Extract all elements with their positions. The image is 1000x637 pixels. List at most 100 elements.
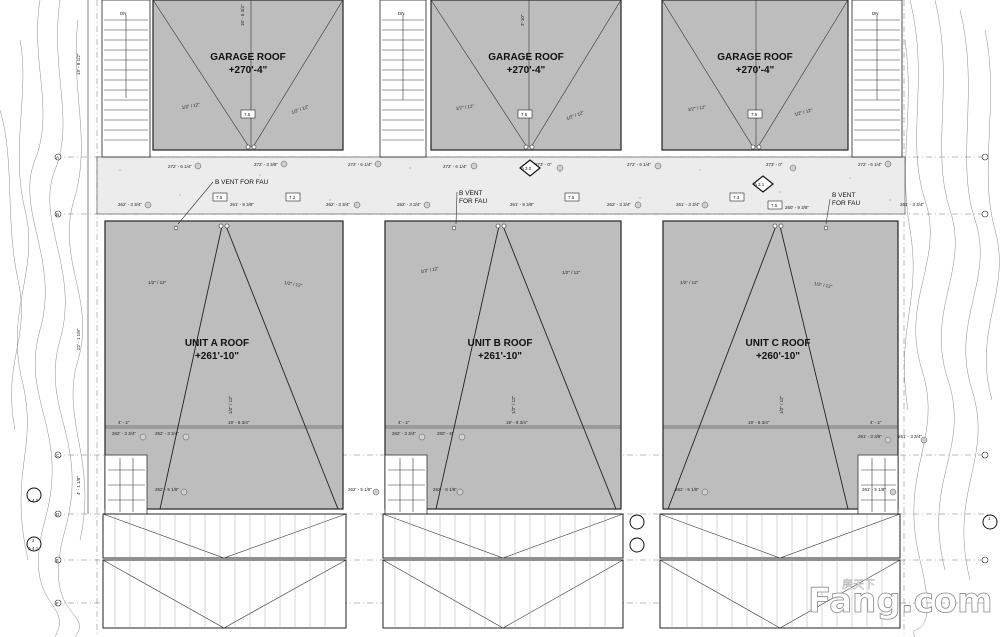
vent-note-c-line2: FOR FAU	[832, 200, 860, 207]
spot-elev-15: 261' - 3 3/4"	[676, 202, 700, 207]
unit-c-slope-left: 1/2" / 12"	[680, 280, 699, 285]
grid-bubbles: A B C D E F	[54, 153, 989, 607]
stair-dn-label-a: DN	[120, 11, 127, 16]
spot-elev-26: 262' - 5 1/8"	[433, 487, 457, 492]
spot-elev-4: 272' - 6 1/4"	[443, 164, 467, 169]
watermark-text: Fang.com	[808, 581, 993, 621]
unit-a-tag-7-2: 7.2	[289, 195, 296, 200]
recess-boxes	[104, 454, 899, 516]
spot-elev-25: 262' - 5 1/8"	[348, 487, 372, 492]
spot-elev-14: 262' - 3 3/4"	[607, 202, 631, 207]
grid-label-b: B	[56, 212, 59, 217]
garage-b-slope-left: 1/2" / 12"	[455, 103, 474, 111]
spot-elev-1: 272' - 6 1/4"	[168, 164, 192, 169]
marker-a30: A 3.0	[521, 166, 532, 171]
spot-elev-3: 272' - 6 1/4"	[348, 162, 372, 167]
unit-c-slope-right: 1/2" / 12"	[814, 281, 833, 289]
spot-elev-9: 262' - 3 3/4"	[118, 202, 142, 207]
garage-c-slope-left: 1/2" / 12"	[687, 104, 706, 112]
unit-b-slope-right: 1/2" / 12"	[562, 270, 581, 275]
spot-elev-24: 262' - 5 1/8"	[155, 487, 179, 492]
garage-b-elevation: +270'-4"	[507, 65, 546, 76]
unit-a-elevation: +261'-10"	[195, 351, 239, 362]
dimensions: 4' - 2" 19' - 8 3/4" 4' - 2" 19' - 8 3/4…	[76, 0, 898, 514]
garage-b-title: GARAGE ROOF	[488, 52, 564, 63]
unit-c-title: UNIT C ROOF	[746, 338, 811, 349]
grid-label-f: F	[56, 601, 59, 606]
spot-elev-6: 272' - 6 1/4"	[627, 162, 651, 167]
spot-elev-22: 261' - 3 3/8"	[858, 434, 882, 439]
spot-elev-23: 261' - 3 3/4"	[898, 434, 922, 439]
dim-side-2: 22' - 1 1/8"	[76, 328, 81, 350]
stairs: DN DN DN	[101, 0, 903, 158]
dim-19-8-a: 19' - 8 3/4"	[228, 420, 250, 425]
spot-elev-19: 262' - 3 3/4"	[155, 431, 179, 436]
garage-b-tag-7-5: 7.5	[521, 112, 528, 117]
dim-v-1: 10' - 5 3/4"	[240, 4, 245, 26]
marker-a40: A 4.0	[28, 498, 39, 503]
spot-elev-8: 272' - 6 1/4"	[858, 162, 882, 167]
fang-watermark: Fang.com 房天下	[808, 578, 993, 622]
unit-a-slope-right: 1/2" / 12"	[284, 280, 303, 288]
garage-b-slope-right: 1/2" / 12"	[566, 110, 585, 121]
unit-b-title: UNIT B ROOF	[468, 338, 533, 349]
marker-1: 1	[988, 516, 991, 521]
unit-c-elevation: +260'-10"	[756, 351, 800, 362]
spot-elev-7: 273' - 0"	[766, 162, 783, 167]
garage-roof-c: GARAGE ROOF +270'-4" 1/2" / 12" 1/2" / 1…	[661, 0, 849, 151]
garage-c-slope-right: 1/2" / 12"	[794, 107, 813, 117]
spot-elevations: 272' - 6 1/4" 272' - 3 3/8" 272' - 6 1/4…	[112, 160, 928, 496]
grid-label-c: C	[56, 453, 60, 458]
vent-notes: B VENT FOR FAU B VENT FOR FAU B VENT FOR…	[177, 179, 860, 225]
unit-a-title: UNIT A ROOF	[185, 338, 249, 349]
unit-a-slope-vertical: 1/2" / 12"	[228, 395, 233, 414]
spot-elev-10: 261' - 9 3/8"	[230, 202, 254, 207]
dim-side-3: 4' - 1 1/8"	[76, 476, 81, 495]
vent-note-a: B VENT FOR FAU	[215, 179, 269, 186]
spot-elev-12: 262' - 3 3/4"	[397, 202, 421, 207]
dim-19-8-b: 19' - 8 3/4"	[506, 420, 528, 425]
dim-4-2-b: 4' - 2"	[398, 420, 410, 425]
marker-a41: A 4.1	[28, 546, 39, 551]
garage-roof-a: GARAGE ROOF +270'-4" 1/2" / 12" 1/2" / 1…	[152, 0, 344, 151]
dim-4-2-a: 4' - 2"	[118, 420, 130, 425]
dim-side-1: 19' - 8 1/2"	[76, 53, 81, 75]
garage-c-title: GARAGE ROOF	[717, 52, 793, 63]
watermark-subtext: 房天下	[842, 578, 875, 591]
spot-elev-5: 273' - 0"	[535, 162, 552, 167]
garage-a-elevation: +270'-4"	[229, 65, 268, 76]
dim-4-2-c: 4' - 2"	[870, 420, 882, 425]
unit-a-slope-left: 1/2" / 12"	[148, 280, 167, 285]
site-contours-right	[904, 0, 1000, 637]
spot-elev-13: 261' - 9 3/8"	[510, 202, 534, 207]
spot-elev-11: 262' - 3 3/4"	[326, 202, 350, 207]
garage-roof-b: GARAGE ROOF +270'-4" 1/2" / 12" 1/2" / 1…	[430, 0, 622, 151]
grid-label-d: D	[56, 512, 60, 517]
decks	[102, 513, 901, 629]
spot-elev-17: 261' - 3 3/4"	[900, 202, 924, 207]
grid-label-e: E	[56, 558, 59, 563]
vent-note-b-line1: B VENT	[459, 190, 483, 197]
dim-19-8-c: 19' - 8 3/4"	[748, 420, 770, 425]
site-contours-left	[0, 0, 86, 637]
unit-c-slope-vertical: 1/2" / 12"	[779, 395, 784, 414]
spot-elev-21: 260' - 6"	[437, 431, 454, 436]
garage-a-title: GARAGE ROOF	[210, 52, 286, 63]
garage-c-tag-7-5: 7.5	[751, 112, 758, 117]
marker-2: 2	[32, 538, 35, 543]
spot-elev-27: 261' - 5 1/8"	[675, 487, 699, 492]
unit-c-tag-7-3: 7.3	[733, 195, 740, 200]
unit-c-tag-7-5: 7.5	[771, 203, 778, 208]
stair-dn-label-c: DN	[872, 11, 879, 16]
garage-a-slope-left: 1/2" / 12"	[181, 102, 200, 110]
deck-tile-grid	[114, 514, 883, 628]
unit-b-slope-vertical: 1/2" / 12"	[511, 395, 516, 414]
grid-lines	[55, 0, 990, 637]
spot-elev-18: 262' - 3 3/4"	[112, 431, 136, 436]
garage-c-elevation: +270'-4"	[736, 65, 775, 76]
dim-v-2: 3'-10"	[520, 14, 525, 26]
stair-dn-label-b: DN	[398, 11, 405, 16]
vent-note-b-line2: FOR FAU	[459, 198, 487, 205]
marker-a31: A 3.1	[754, 182, 765, 187]
